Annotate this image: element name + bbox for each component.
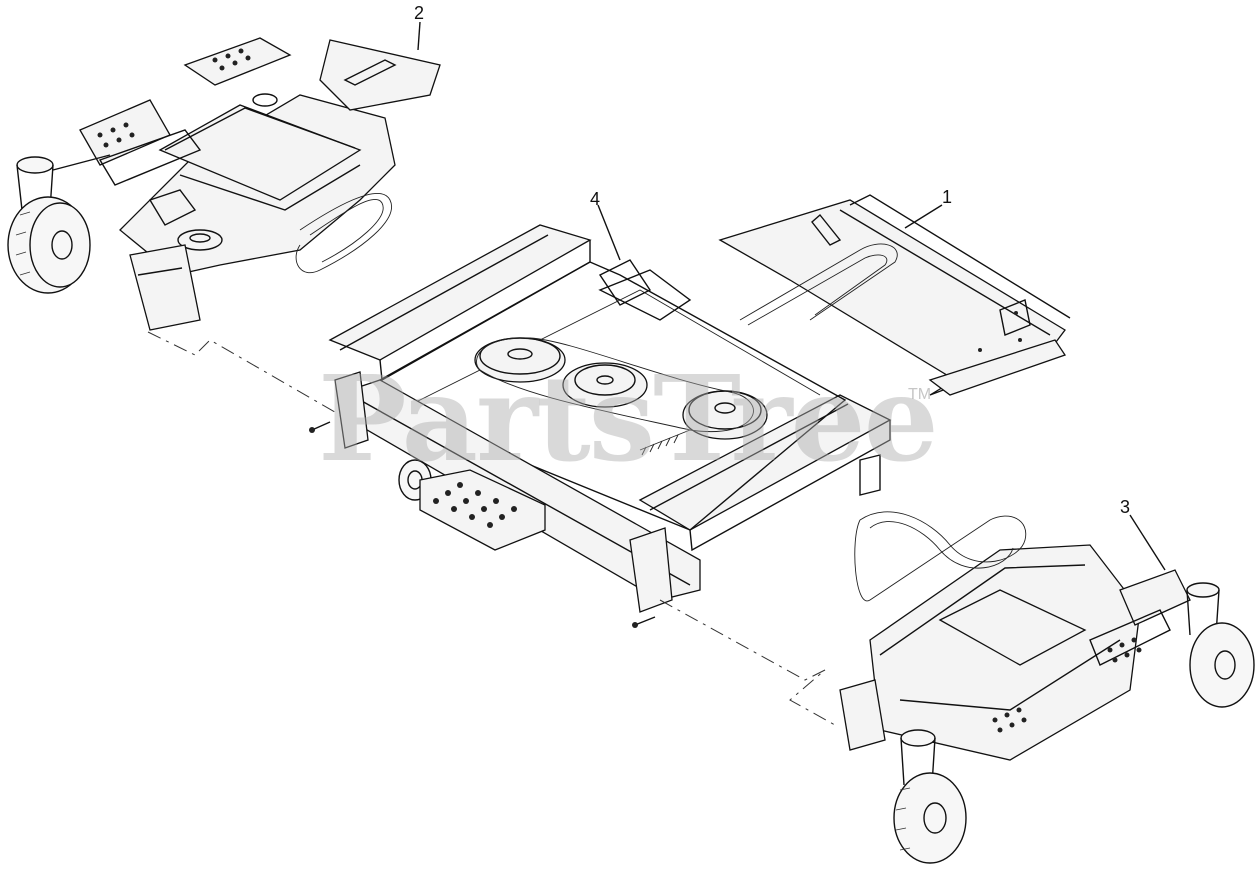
leader-line-3 (1129, 514, 1166, 571)
leader-line-2 (417, 21, 421, 51)
part-3-right-deck-wing[interactable] (839, 511, 1255, 864)
trademark-symbol: TM (908, 386, 932, 403)
leader-line-4 (597, 204, 621, 261)
part-2-left-deck-wing[interactable] (7, 37, 441, 331)
center-deck-housing[interactable] (309, 224, 892, 628)
callout-4[interactable]: 4 (590, 189, 601, 209)
assembly-line-left (147, 331, 341, 416)
partstree-watermark: PartsTree (318, 349, 939, 488)
leader-line-1 (904, 204, 943, 229)
callout-1[interactable]: 1 (942, 187, 953, 207)
part-1-discharge-bracket[interactable] (718, 194, 1071, 396)
callout-3[interactable]: 3 (1120, 497, 1131, 517)
callout-2[interactable]: 2 (414, 3, 425, 23)
assembly-line-right (659, 599, 836, 726)
